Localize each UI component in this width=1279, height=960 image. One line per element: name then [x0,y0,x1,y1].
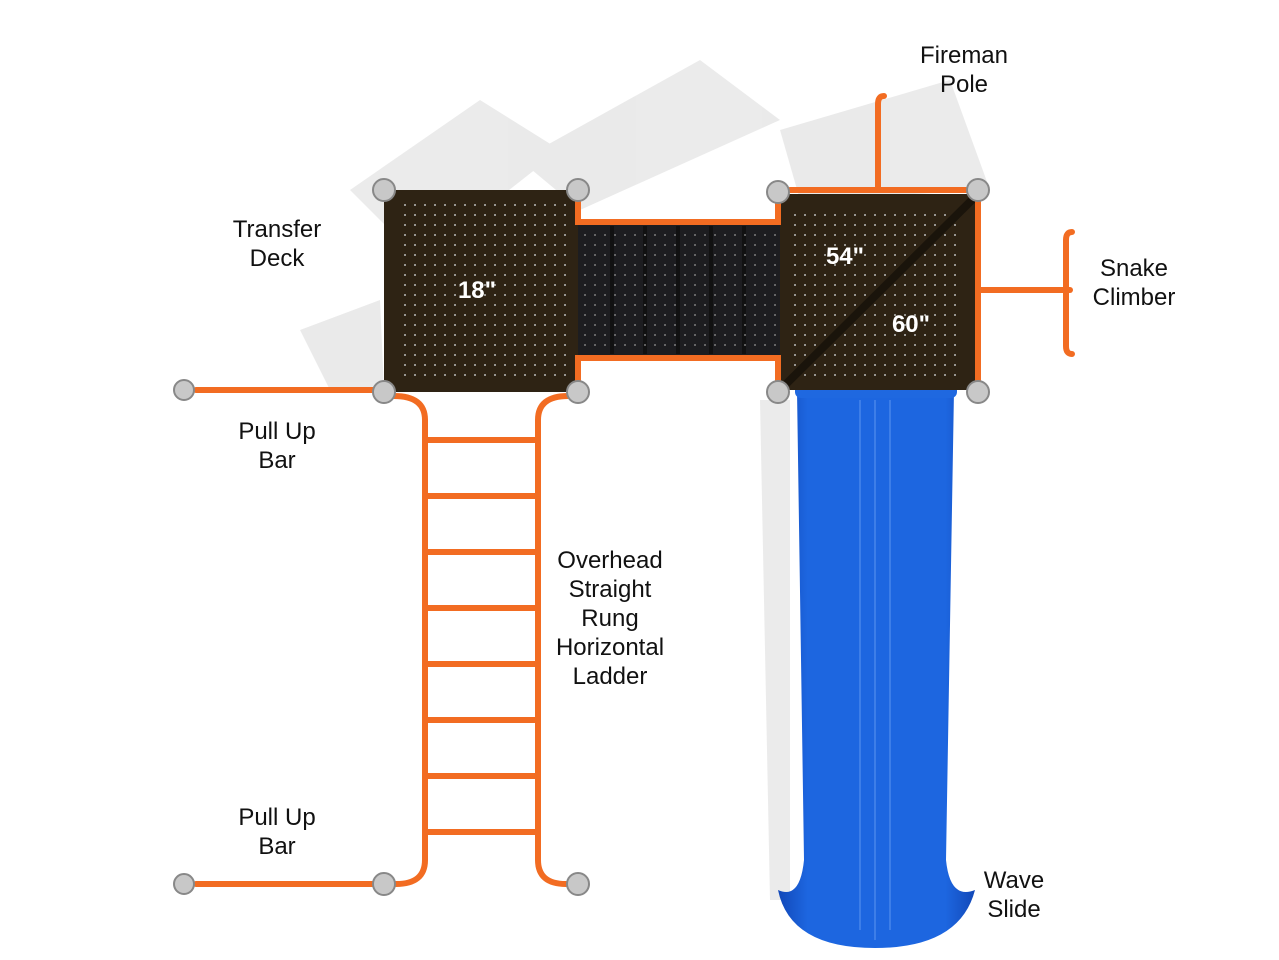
label-line: Straight [568,576,652,603]
fireman-pole-label: Fireman Pole [920,41,1008,99]
label-line: Slide [987,896,1041,923]
label-line: Bar [258,833,296,860]
label-line: Deck [249,245,305,272]
label-line: Wave [983,867,1045,894]
label-line: Snake [1099,255,1169,282]
label-line: Overhead [557,547,663,574]
wave-slide [778,382,975,948]
posts [173,178,990,896]
label-line: Transfer [232,216,322,243]
label-line: Ladder [572,663,648,690]
frame-pipes [193,93,1075,887]
wave-slide-label: Wave Slide [984,866,1044,924]
label-line: Fireman [919,42,1009,69]
label-line: Pull Up [238,418,316,445]
deck-height-54: 54" [825,243,865,270]
label-line: Climber [1092,284,1176,311]
overhead-ladder-label: Overhead Straight Rung Horizontal Ladder [556,546,664,691]
transfer-deck-height: 18" [457,277,497,304]
label-line: Pull Up [238,804,316,831]
pull-up-bar-top-label: Pull Up Bar [238,417,315,475]
deck-height-60: 60" [891,311,931,338]
pull-up-bar-bottom-label: Pull Up Bar [238,803,315,861]
label-line: Pole [939,71,989,98]
label-line: Horizontal [555,634,665,661]
snake-climber-label: Snake Climber [1093,254,1176,312]
label-line: Rung [581,605,639,632]
transfer-deck-label: Transfer Deck [233,215,321,273]
label-line: Bar [258,447,296,474]
